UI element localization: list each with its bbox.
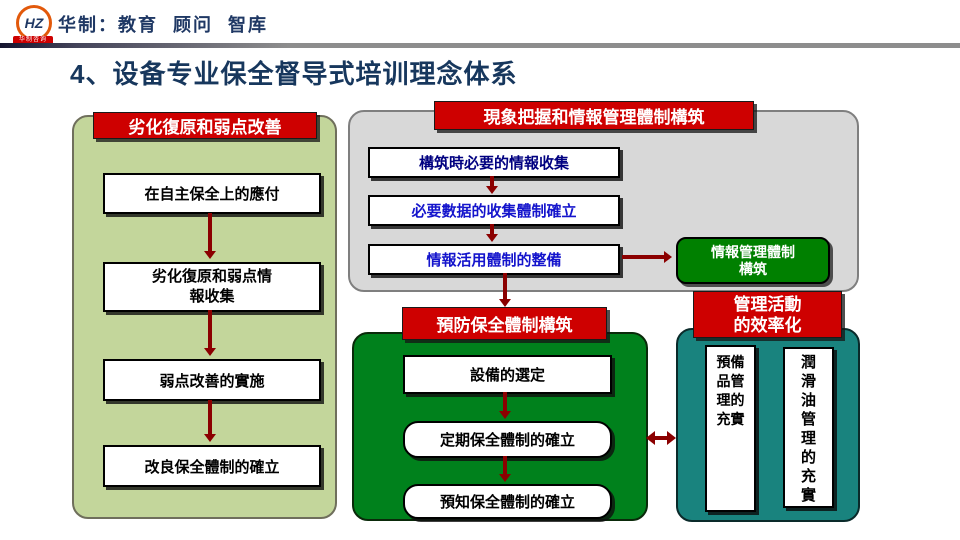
- header-deterioration: 劣化復原和弱点改善: [93, 112, 317, 139]
- hz-logo-icon: HZ: [16, 5, 52, 41]
- spare-parts-line: 理的: [716, 392, 745, 408]
- header-divider: [0, 43, 960, 48]
- arrow-down-icon: [499, 273, 511, 307]
- spare-parts-line: 充實: [716, 411, 745, 427]
- step-info-collection: 劣化復原和弱点情報收集: [103, 262, 321, 312]
- step-data-system: 必要數据的收集體制確立: [368, 195, 620, 226]
- arrow-down-icon: [486, 176, 498, 194]
- step-self-maintenance: 在自主保全上的應付: [103, 173, 321, 214]
- header-efficiency: 管理活動 的效率化: [693, 291, 842, 338]
- lubricant-line: 充: [800, 468, 816, 485]
- spare-parts-line: 預備: [716, 354, 745, 370]
- step-info-collection-label: 劣化復原和弱点情報收集: [151, 268, 272, 305]
- lubricant-line: 的: [800, 449, 816, 466]
- arrow-down-icon: [486, 224, 498, 242]
- step-weakpoint-improve: 弱点改善的實施: [103, 359, 321, 401]
- header-prevention: 預防保全體制構筑: [402, 307, 607, 340]
- arrow-down-icon: [499, 456, 511, 482]
- arrow-right-icon: [622, 251, 672, 263]
- arrow-down-icon: [204, 310, 216, 356]
- step-predictive-maintenance: 預知保全體制的確立: [403, 484, 612, 519]
- step-equipment-select: 設備的選定: [403, 355, 612, 394]
- lubricant-line: 管: [800, 411, 816, 428]
- step-periodic-maintenance: 定期保全體制的確立: [403, 421, 612, 458]
- arrow-down-icon: [204, 213, 216, 259]
- page-title: 4、设备专业保全督导式培训理念体系: [70, 59, 518, 89]
- spare-parts-line: 品管: [716, 373, 745, 389]
- lubricant-line: 滑: [800, 373, 816, 390]
- arrow-down-icon: [204, 400, 216, 442]
- step-lubricant-mgmt: 潤 滑 油 管 理 的 充 實: [783, 347, 834, 508]
- arrow-double-horizontal-icon: [646, 431, 676, 445]
- header-efficiency-line1: 管理活動: [733, 294, 802, 314]
- header-efficiency-line2: 的效率化: [733, 315, 802, 335]
- lubricant-line: 實: [800, 487, 816, 504]
- step-improved-system: 改良保全體制的確立: [103, 445, 321, 487]
- header-information: 現象把握和情報管理體制構筑: [434, 101, 754, 130]
- step-spare-parts: 預備 品管 理的 充實: [705, 345, 756, 512]
- logo-caption: 华制咨询: [13, 36, 53, 45]
- result-info-system-label: 情報管理體制構筑: [711, 243, 795, 277]
- arrow-down-icon: [499, 392, 511, 419]
- brand-text: 华制：教育 顾问 智库: [58, 15, 269, 35]
- result-info-system: 情報管理體制構筑: [676, 237, 830, 284]
- step-build-info-collect: 構筑時必要的情報收集: [368, 147, 620, 178]
- lubricant-line: 理: [800, 430, 816, 447]
- lubricant-line: 油: [800, 392, 816, 409]
- step-info-utilization: 情報活用體制的整備: [368, 244, 620, 275]
- lubricant-line: 潤: [800, 354, 816, 371]
